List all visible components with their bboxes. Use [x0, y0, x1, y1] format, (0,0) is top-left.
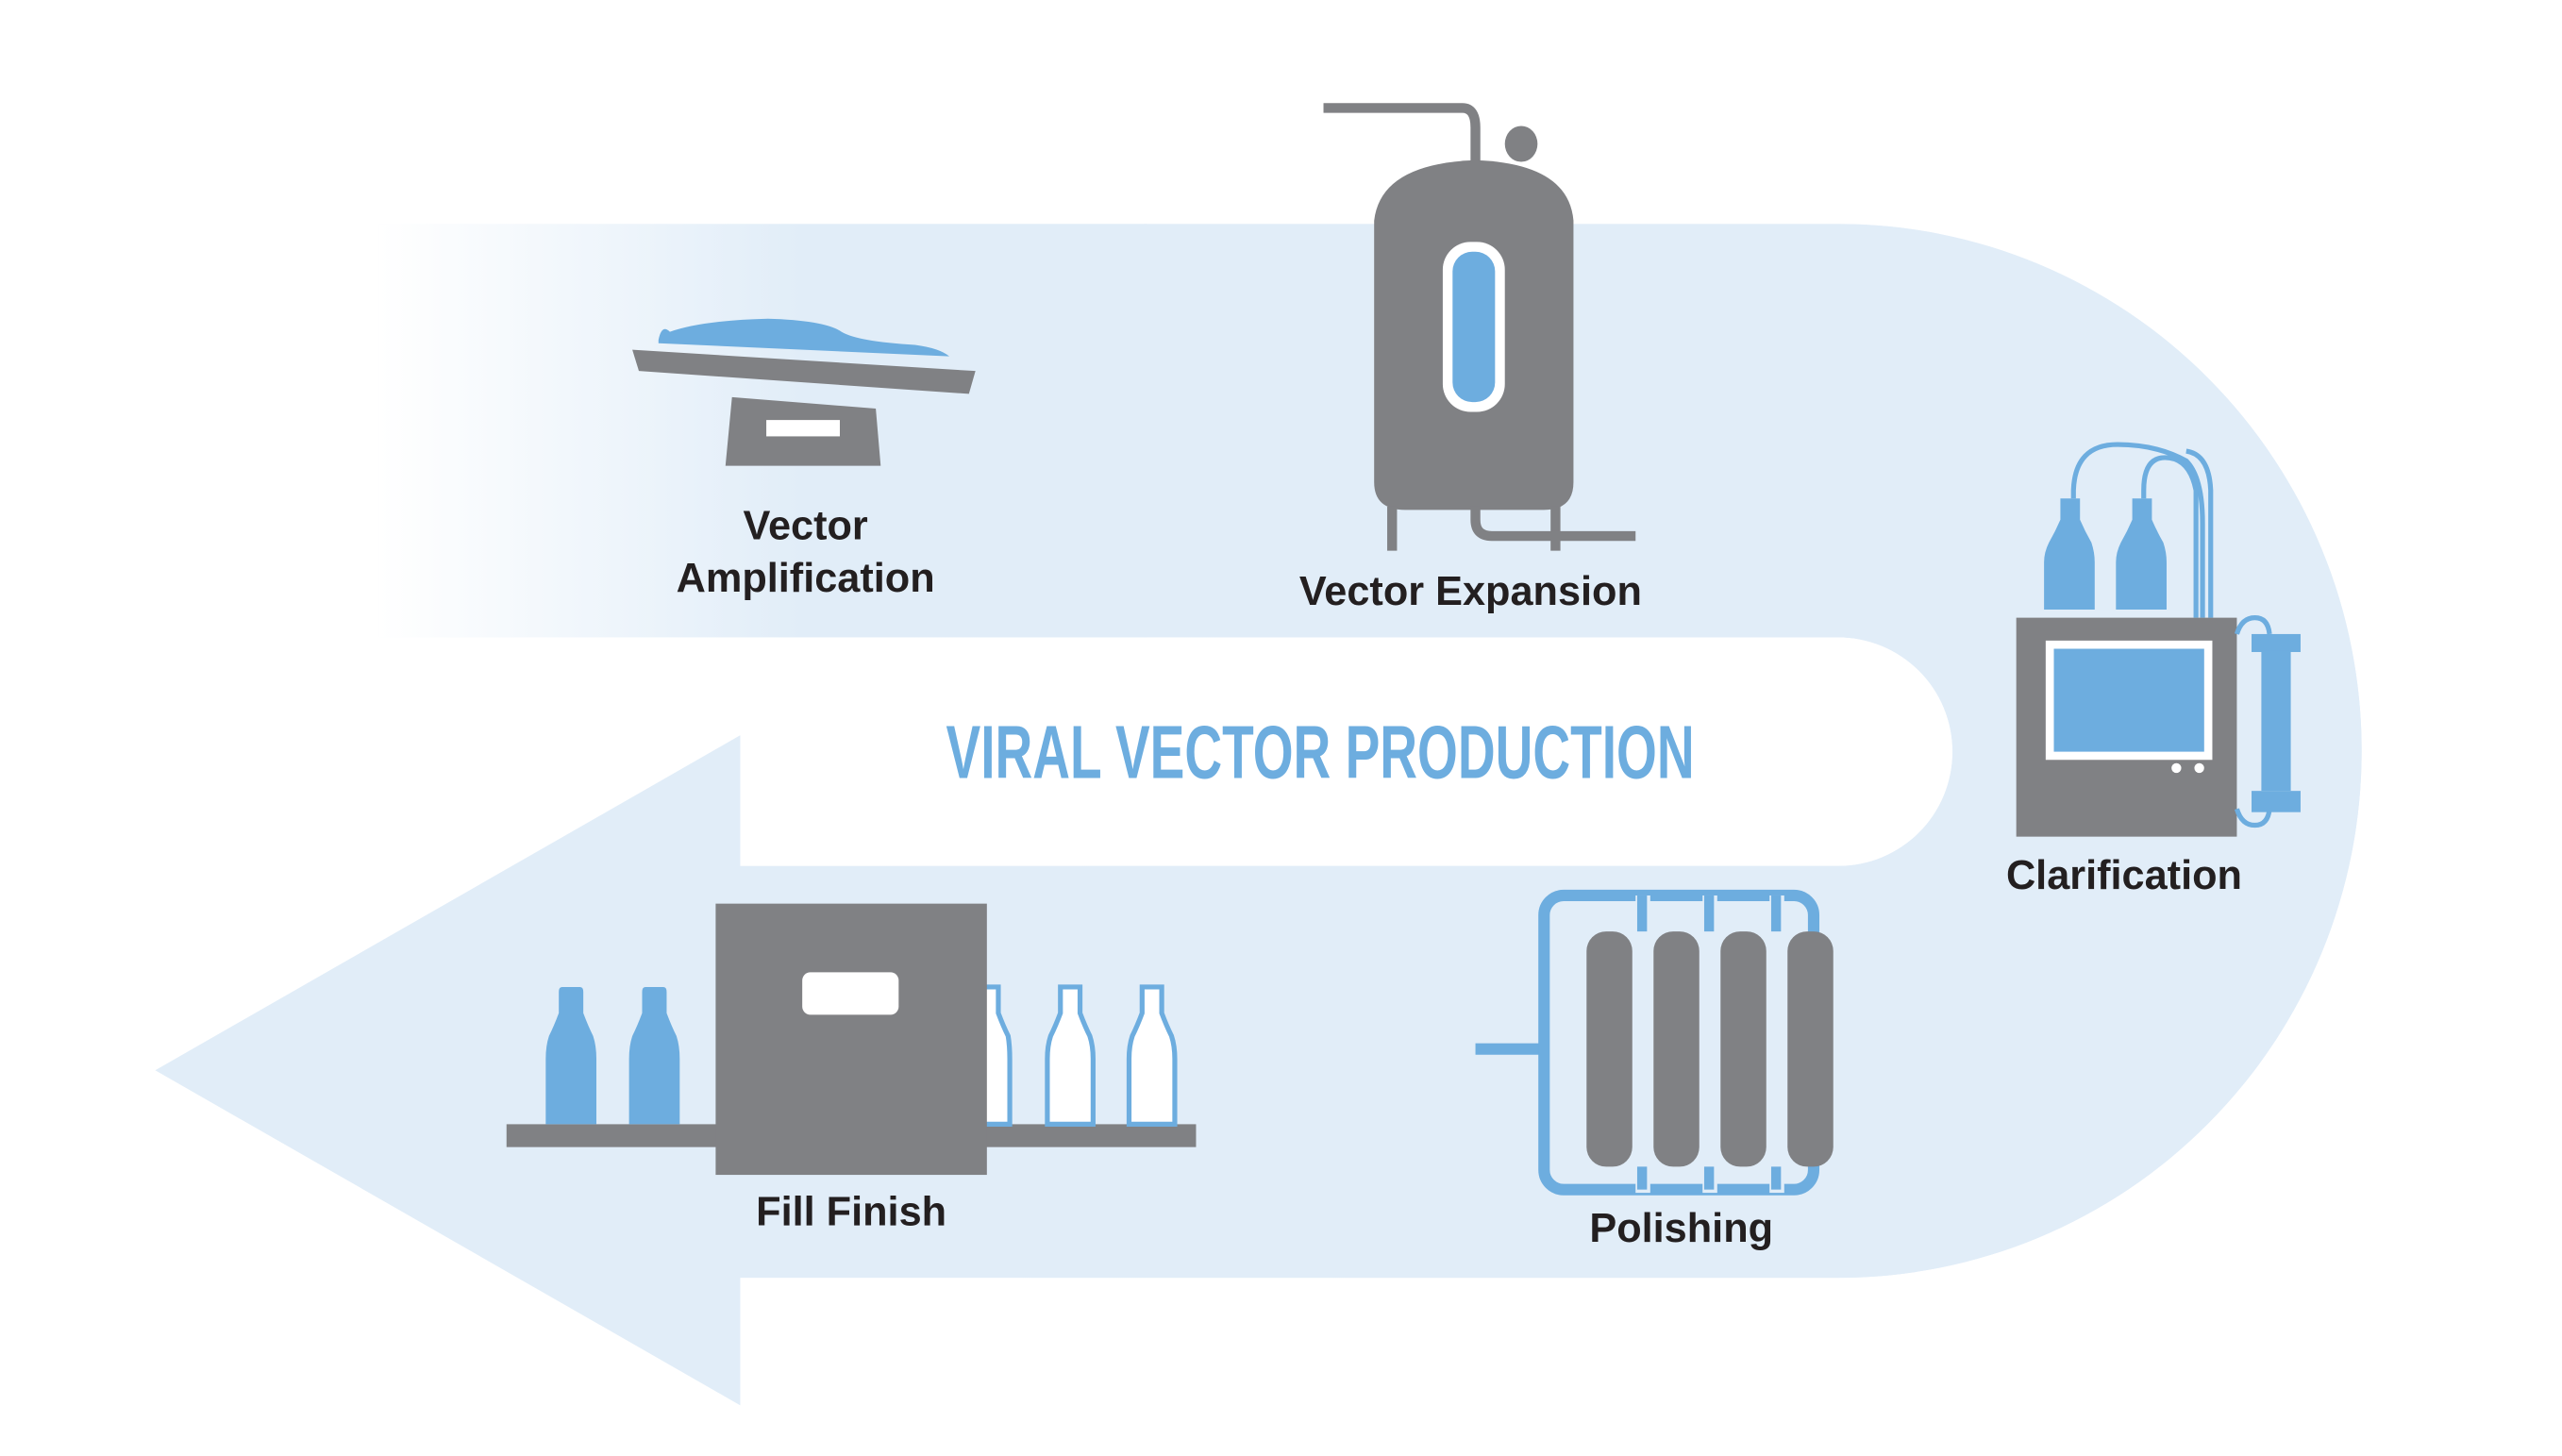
bottle-filling-line-icon — [506, 903, 1197, 1176]
filled-bottle — [545, 986, 596, 1125]
filled-bottle — [628, 986, 680, 1125]
shaker-platform-icon — [632, 318, 976, 466]
step-label-line1: Vector — [743, 504, 867, 549]
step-label: Fill Finish — [756, 1190, 946, 1235]
step-label: Polishing — [1589, 1206, 1773, 1251]
filtration-system-icon — [2016, 442, 2301, 837]
chromatography-columns-icon — [1475, 889, 1834, 1196]
step-polishing: Polishing — [1475, 889, 1834, 1251]
step-vector-amplification: Vector Amplification — [632, 318, 976, 601]
step-fill-finish: Fill Finish — [506, 903, 1197, 1235]
media-bottle — [2116, 498, 2167, 610]
step-label: Clarification — [2006, 853, 2242, 898]
machine-window — [802, 972, 899, 1015]
empty-bottle — [1045, 984, 1096, 1127]
diagram-title: VIRAL VECTOR PRODUCTION — [946, 710, 1695, 794]
media-bottle — [2044, 498, 2095, 610]
step-vector-expansion: Vector Expansion — [1299, 103, 1642, 614]
bioreactor-tank-icon — [1323, 103, 1636, 551]
step-clarification: Clarification — [2006, 442, 2301, 898]
filling-machine — [715, 903, 987, 1176]
empty-bottle — [1126, 984, 1178, 1127]
step-label: Vector Expansion — [1299, 569, 1642, 614]
step-label-line2: Amplification — [677, 556, 935, 601]
